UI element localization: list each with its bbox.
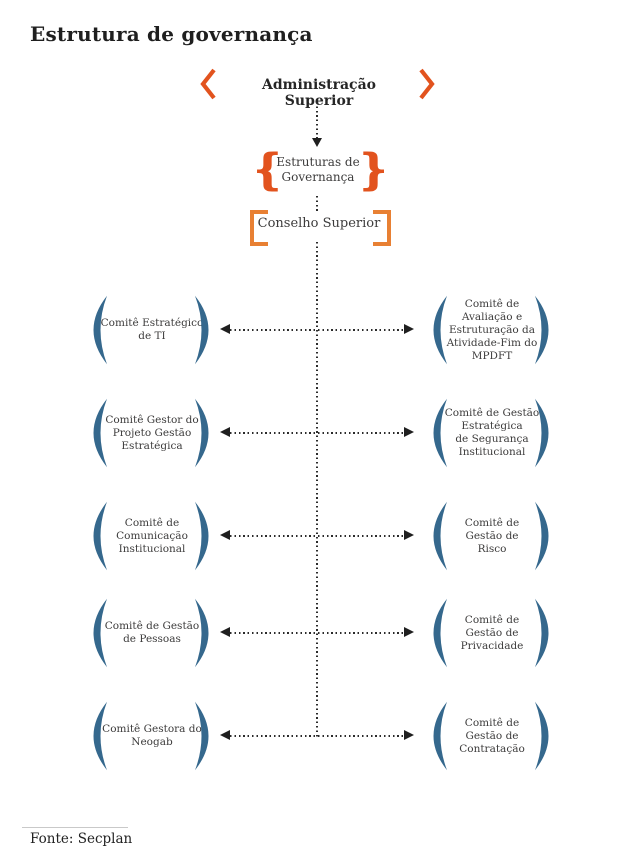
dotted-connector-left xyxy=(230,535,318,537)
dotted-connector-right xyxy=(318,632,404,634)
arrowhead-left-icon xyxy=(220,530,230,540)
paren-close-icon xyxy=(535,598,549,668)
arrowhead-right-icon xyxy=(404,427,414,437)
committee-left-label: Comitê Gestora do Neogab xyxy=(102,723,202,748)
committee-left-label: Comitê de Gestão de Pessoas xyxy=(104,620,200,645)
paren-open-icon xyxy=(93,701,107,771)
dotted-connector-left xyxy=(230,432,318,434)
paren-open-icon xyxy=(433,501,447,571)
paren-close-icon xyxy=(195,295,209,365)
committee-row: Comitê de Gestão de Pessoas Comitê de Ge… xyxy=(0,597,640,669)
governance-node-label: Estruturas de Governança xyxy=(276,155,360,184)
paren-open-icon xyxy=(93,501,107,571)
arrowhead-down-icon xyxy=(312,138,322,147)
brace-right-icon: } xyxy=(360,145,388,194)
committee-left-label: Comitê Gestor do Projeto Gestão Estratég… xyxy=(105,413,199,452)
dotted-connector-right xyxy=(318,535,404,537)
paren-open-icon xyxy=(93,295,107,365)
arrowhead-left-icon xyxy=(220,627,230,637)
committee-right-label: Comitê de Gestão de Contratação xyxy=(459,716,525,755)
arrowhead-right-icon xyxy=(404,627,414,637)
source-note: Fonte: Secplan xyxy=(30,831,133,847)
committee-left-label: Comitê de Comunicação Institucional xyxy=(116,516,188,555)
arrowhead-left-icon xyxy=(220,324,230,334)
paren-open-icon xyxy=(433,295,447,365)
committee-row: Comitê Estratégico de TI Comitê de Avali… xyxy=(0,294,640,366)
arrowhead-right-icon xyxy=(404,730,414,740)
paren-open-icon xyxy=(93,398,107,468)
dotted-connector-left xyxy=(230,632,318,634)
arrowhead-right-icon xyxy=(404,324,414,334)
dotted-connector-right xyxy=(318,735,404,737)
arrowhead-left-icon xyxy=(220,730,230,740)
paren-open-icon xyxy=(433,598,447,668)
dotted-connector-left xyxy=(230,329,318,331)
dotted-connector-right xyxy=(318,432,404,434)
paren-close-icon xyxy=(195,598,209,668)
paren-close-icon xyxy=(535,398,549,468)
dotted-connector-right xyxy=(318,329,404,331)
chevron-right-icon xyxy=(419,68,435,100)
page-title: Estrutura de governança xyxy=(30,22,313,46)
paren-close-icon xyxy=(535,701,549,771)
paren-close-icon xyxy=(195,701,209,771)
paren-close-icon xyxy=(195,398,209,468)
paren-close-icon xyxy=(535,295,549,365)
top-node-label: Administração Superior xyxy=(261,77,376,109)
committee-right-label: Comitê de Avaliação e Estruturação da At… xyxy=(446,297,538,362)
committee-row: Comitê Gestora do Neogab Comitê de Gestã… xyxy=(0,700,640,772)
footer-divider xyxy=(22,827,128,828)
committee-row: Comitê Gestor do Projeto Gestão Estratég… xyxy=(0,397,640,469)
committee-right-label: Comitê de Gestão de Privacidade xyxy=(460,613,524,652)
paren-open-icon xyxy=(433,398,447,468)
paren-open-icon xyxy=(433,701,447,771)
council-node-label: Conselho Superior xyxy=(257,216,381,231)
dotted-connector-left xyxy=(230,735,318,737)
committee-right-label: Comitê de Gestão Estratégica de Seguranç… xyxy=(444,407,540,458)
committee-row: Comitê de Comunicação Institucional Comi… xyxy=(0,500,640,572)
paren-open-icon xyxy=(93,598,107,668)
dotted-line-mid xyxy=(316,196,318,212)
committee-right-label: Comitê de Gestão de Risco xyxy=(464,516,520,555)
committee-left-label: Comitê Estratégico de TI xyxy=(100,317,204,342)
dotted-spine xyxy=(316,242,318,737)
bracket-left-icon xyxy=(250,210,268,246)
chevron-left-icon xyxy=(200,68,216,100)
paren-close-icon xyxy=(535,501,549,571)
paren-close-icon xyxy=(195,501,209,571)
dotted-line-top xyxy=(316,102,318,138)
bracket-right-icon xyxy=(373,210,391,246)
arrowhead-left-icon xyxy=(220,427,230,437)
arrowhead-right-icon xyxy=(404,530,414,540)
